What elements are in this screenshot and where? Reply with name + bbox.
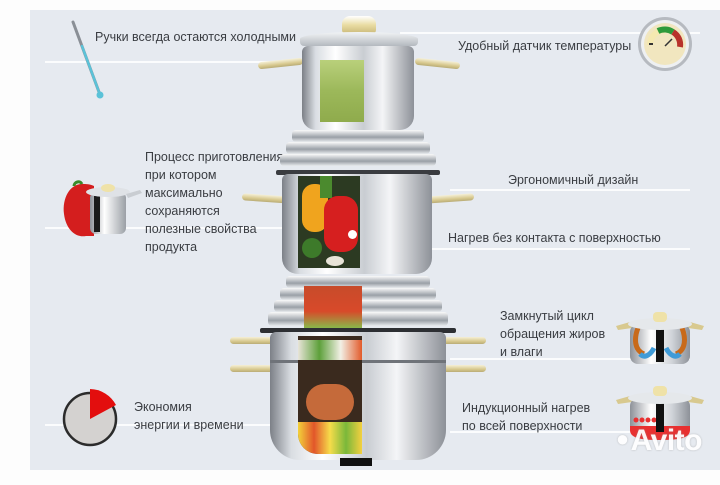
avito-logo-icon: ●: [615, 426, 629, 451]
middle-lid-rim: [276, 170, 440, 175]
label-no-contact-heat: Нагрев без контакта с поверхностью: [448, 231, 661, 245]
top-lid: [300, 32, 418, 46]
top-pot-handle-left: [257, 57, 304, 70]
label-induction: Индукционный нагрев по всей поверхности: [462, 401, 591, 433]
infographic-panel: Ручки всегда остаются холодными Удобный …: [30, 10, 720, 470]
label-closed-cycle: Замкнутый цикл обращения жиров и влаги: [500, 309, 606, 359]
label-handles-cold: Ручки всегда остаются холодными: [95, 30, 297, 44]
soup-cutaway: [320, 60, 364, 122]
label-ergonomic: Эргономичный дизайн: [508, 173, 639, 187]
pepper-dot: [348, 230, 357, 239]
vegetables-cutaway: [298, 176, 360, 268]
divider-handles: [45, 61, 295, 63]
top-pot-handle-right: [414, 57, 461, 70]
lower-pot-handle-right-1: [440, 337, 486, 344]
pot-base: [340, 458, 372, 466]
divider-process-2: [45, 227, 355, 229]
divider-sensor: [400, 32, 700, 34]
lid-knob: [342, 16, 376, 34]
label-cooking-process: Процесс приготовления, при котором макси…: [145, 150, 287, 254]
pepper-pot-icon: [63, 180, 142, 237]
avito-watermark: ●Avito: [615, 424, 703, 457]
divider-ergonomic: [450, 189, 690, 191]
temperature-gauge-icon: [638, 17, 692, 71]
economy-pie-icon: [62, 389, 118, 447]
circulation-pot-icon: [616, 312, 704, 364]
ring: [286, 142, 430, 154]
meat-cutaway: [304, 286, 362, 328]
label-temp-sensor: Удобный датчик температуры: [458, 39, 632, 53]
thermometer-icon: [71, 20, 104, 99]
ring: [280, 154, 436, 166]
ring: [292, 130, 424, 142]
lower-pot-handle-left-1: [230, 337, 276, 344]
lower-pot-handle-left-2: [230, 365, 276, 372]
divider-cycle: [450, 358, 690, 360]
lower-pot-handle-right-2: [440, 365, 486, 372]
bottom-lid-rim: [260, 328, 456, 333]
divider-economy: [45, 424, 295, 426]
divider-induction: [450, 431, 690, 433]
label-economy: Экономия энергии и времени: [134, 400, 244, 432]
divider-nocontact: [430, 248, 690, 250]
induction-pot-icon: [616, 386, 704, 440]
roast-cutaway: [298, 336, 362, 454]
ring: [286, 276, 430, 288]
